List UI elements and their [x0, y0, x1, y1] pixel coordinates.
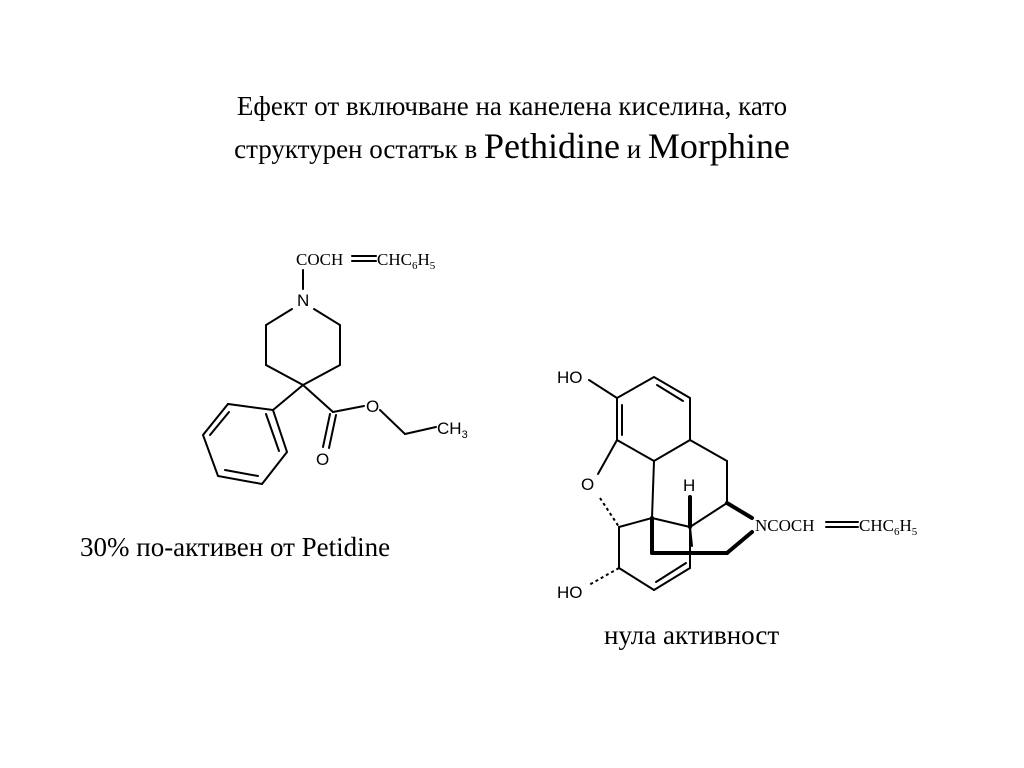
morphine-o-ring-label: O	[581, 475, 594, 494]
ch3-label: CH3	[437, 419, 468, 441]
morphine-chc6h5-label: CHC6H5	[859, 516, 918, 538]
pethidine-chc6h5-label: CHC6H5	[377, 250, 436, 272]
c7-c8-bond	[653, 567, 691, 591]
title-prefix: структурен остатък в	[234, 134, 484, 164]
phenyl-inner-bond-3	[265, 413, 280, 452]
c14-methine-bond	[689, 526, 693, 547]
morphine-aromatic-ring	[616, 375, 691, 463]
ethyl-bond-1	[379, 409, 406, 435]
morphine-activity-caption: нула активност	[604, 620, 780, 650]
morphine-ho-top-label: HO	[557, 368, 583, 387]
c16-n-bond	[725, 530, 754, 555]
ethyl-bond-2	[404, 426, 437, 435]
pethidine-coch-label: COCH	[296, 250, 343, 269]
title-line-2: структурен остатък в Pethidine и Morphin…	[0, 124, 1024, 171]
c5-c13-bond	[618, 517, 653, 528]
c6-c7-bond	[618, 567, 655, 591]
ether-hashed-bond	[599, 497, 620, 528]
morphine-structure: HO O HO H NCOCH	[557, 368, 918, 602]
slide-title: Ефект от включване на канелена киселина,…	[0, 88, 1024, 171]
title-morphine: Morphine	[647, 126, 790, 166]
morphine-ncoch-label: NCOCH	[755, 516, 815, 535]
title-line-1: Ефект от включване на канелена киселина,…	[236, 91, 788, 121]
pethidine-activity-caption: 30% по-активен от Petidine	[80, 532, 391, 562]
c10-c11-bond	[689, 439, 728, 462]
carbonyl-bond-b	[328, 414, 337, 449]
ester-carbon-bond	[302, 384, 334, 413]
phenyl-inner-bond-1	[209, 411, 230, 436]
c9-n-wedge-bond	[725, 501, 754, 520]
phenyl-inner-bond-2	[224, 469, 259, 477]
morphine-aromatic-inner-1	[656, 384, 684, 402]
phenyl-ring	[201, 402, 289, 486]
c12-c13-bond	[651, 460, 655, 519]
aryl-ether-bond	[597, 439, 618, 475]
ester-o-bond	[332, 405, 365, 413]
piperidine-ring	[265, 308, 341, 387]
pethidine-n-label: N	[297, 291, 309, 310]
c7-c8-inner-bond	[655, 562, 687, 583]
morphine-h-label: H	[683, 476, 695, 495]
c14-c9-bond	[689, 502, 728, 528]
carbonyl-bond-a	[322, 413, 331, 448]
carbonyl-o-label: O	[316, 450, 329, 469]
phenol-bond	[588, 379, 618, 399]
hydroxyl-hashed-bond	[588, 567, 620, 586]
morphine-ho-bottom-label: HO	[557, 583, 583, 602]
c13-c14-bond	[651, 517, 691, 528]
title-pethidine: Pethidine	[483, 126, 620, 166]
pethidine-structure: COCH CHC6H5 N O O CH3	[201, 250, 468, 486]
title-conjunction: и	[619, 134, 648, 164]
phenyl-attach-bond	[272, 384, 304, 411]
ester-o-label: O	[366, 397, 379, 416]
